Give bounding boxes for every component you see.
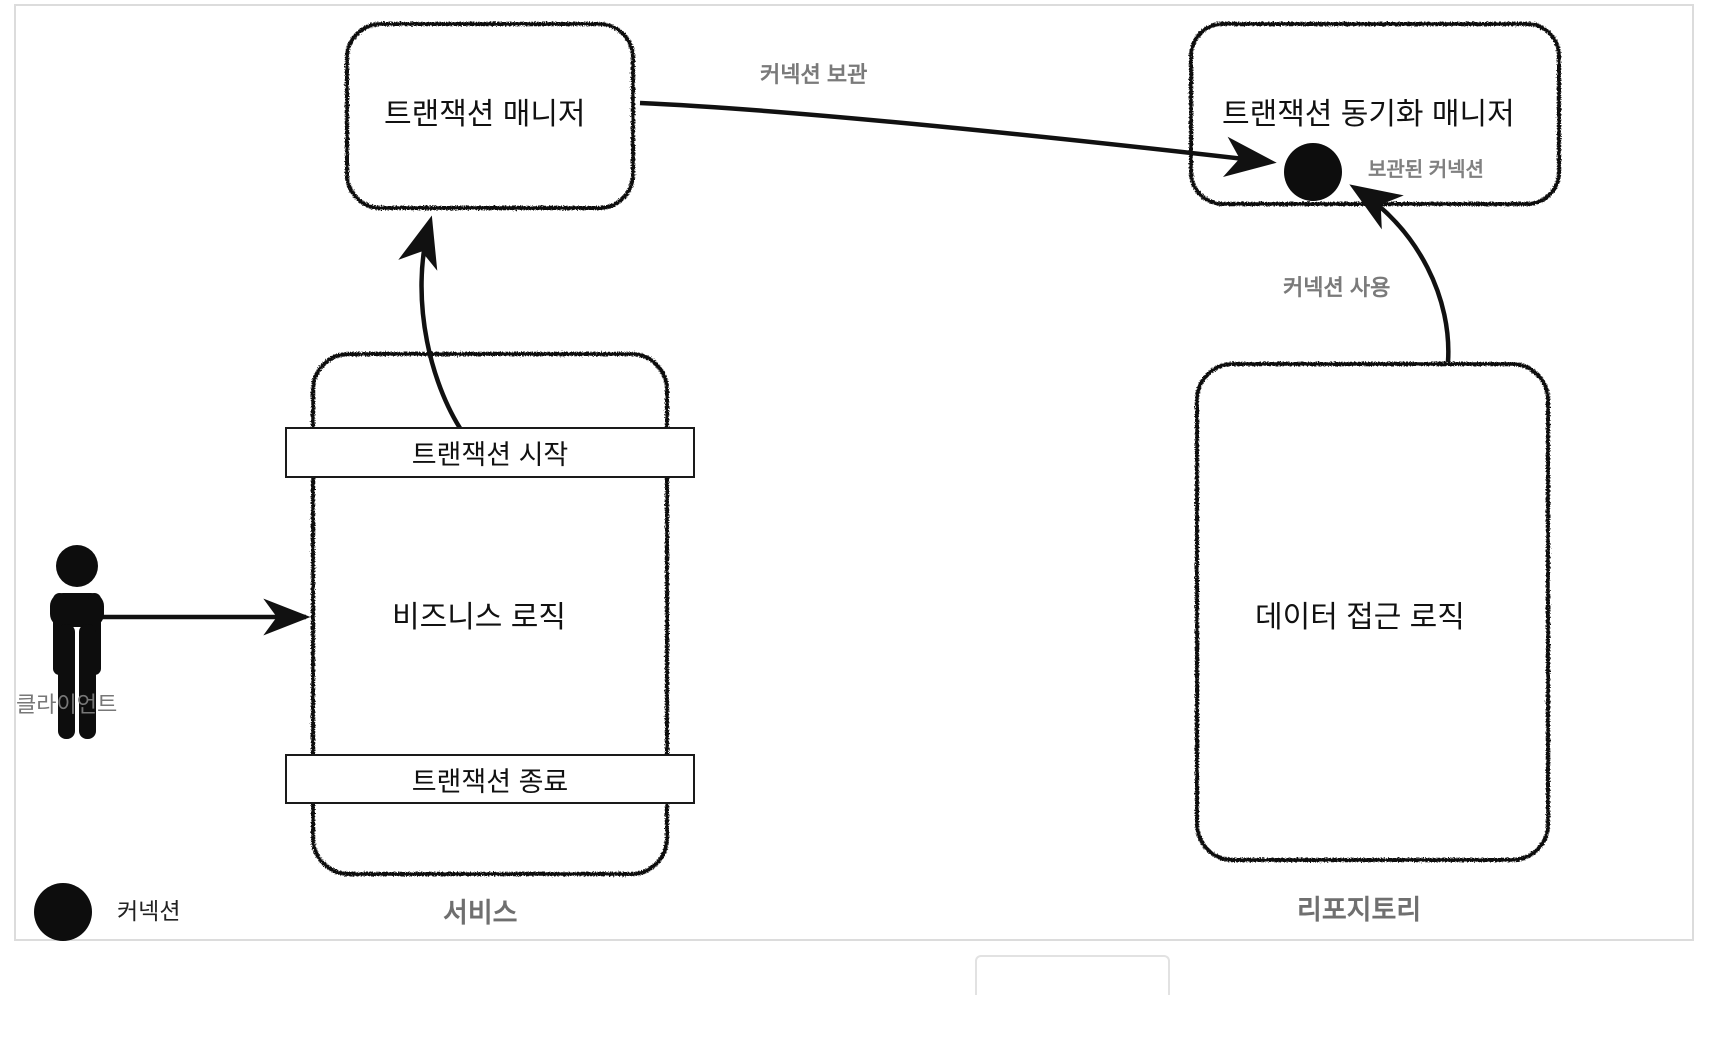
transaction-end-bar-label: 트랜잭션 종료: [411, 766, 569, 797]
transaction-manager-label: 트랜잭션 매니저: [384, 98, 586, 131]
diagram-frame: [14, 4, 1694, 941]
bottom-panel-handle[interactable]: [975, 955, 1170, 995]
client-actor-label: 클라이언트: [16, 692, 118, 717]
business-logic-label: 비즈니스 로직: [392, 601, 566, 634]
service-group-label: 서비스: [443, 898, 518, 928]
transaction-end-bar: 트랜잭션 종료: [285, 754, 695, 804]
edge-label-stored-connection: 보관된 커넥션: [1368, 159, 1484, 181]
data-access-logic-label: 데이터 접근 로직: [1255, 601, 1465, 634]
transaction-begin-bar-label: 트랜잭션 시작: [411, 440, 569, 470]
legend-connection-label: 커넥션: [117, 898, 181, 924]
edge-label-store-connection: 커넥션 보관: [760, 62, 868, 87]
repository-group-label: 리포지토리: [1297, 895, 1422, 925]
transaction-begin-bar: 트랜잭션 시작: [285, 427, 695, 478]
transaction-sync-manager-label: 트랜잭션 동기화 매니저: [1222, 98, 1515, 131]
edge-label-use-connection: 커넥션 사용: [1283, 275, 1391, 300]
